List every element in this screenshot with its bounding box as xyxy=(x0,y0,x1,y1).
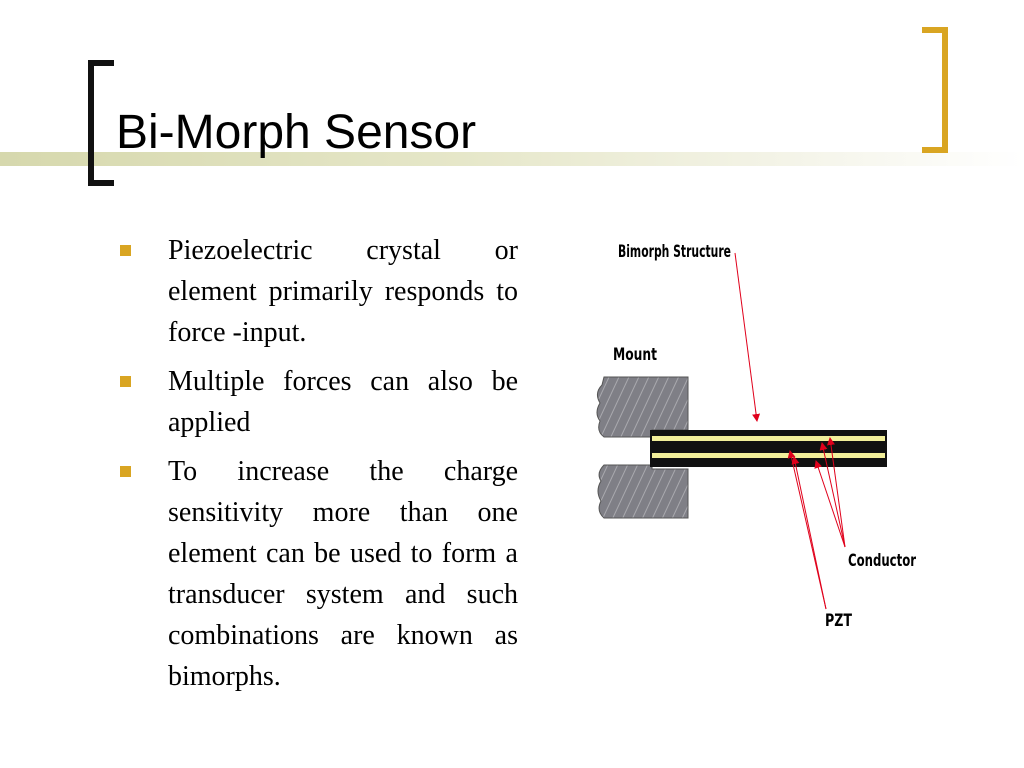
bullet-square-icon xyxy=(120,376,131,387)
bimorph-beam xyxy=(650,430,887,467)
label-bimorph-structure: Bimorph Structure xyxy=(618,242,731,262)
arrow-pzt-2 xyxy=(787,450,827,610)
bullet-square-icon xyxy=(120,245,131,256)
bullet-item: Piezoelectric crystal or element primari… xyxy=(118,230,518,353)
title-underline-bar xyxy=(0,152,1024,166)
bullet-text: Multiple forces can also be applied xyxy=(168,366,518,438)
bullet-text: Piezoelectric crystal or element primari… xyxy=(168,235,518,348)
left-bracket-decoration xyxy=(88,60,114,186)
bullet-item: To increase the charge sensitivity more … xyxy=(118,451,518,697)
label-mount: Mount xyxy=(613,345,657,365)
mount-lower-block xyxy=(597,464,689,519)
bimorph-diagram: Bimorph Structure Mount Conductor PZT xyxy=(596,242,916,631)
arrow-conductor-3 xyxy=(814,460,846,548)
slide-title: Bi-Morph Sensor xyxy=(116,106,477,159)
label-pzt: PZT xyxy=(825,611,852,631)
arrow-conductor-1 xyxy=(826,437,846,548)
bullet-item: Multiple forces can also be applied xyxy=(118,361,518,443)
leader-arrows xyxy=(734,252,846,610)
bullet-text: To increase the charge sensitivity more … xyxy=(168,456,518,692)
label-conductor: Conductor xyxy=(848,551,916,571)
mount-upper-block xyxy=(596,376,689,438)
arrow-structure xyxy=(734,252,761,422)
arrow-conductor-2 xyxy=(819,442,846,548)
bullet-list: Piezoelectric crystal or element primari… xyxy=(118,230,518,705)
bullet-square-icon xyxy=(120,466,131,477)
right-bracket-decoration xyxy=(922,27,948,153)
